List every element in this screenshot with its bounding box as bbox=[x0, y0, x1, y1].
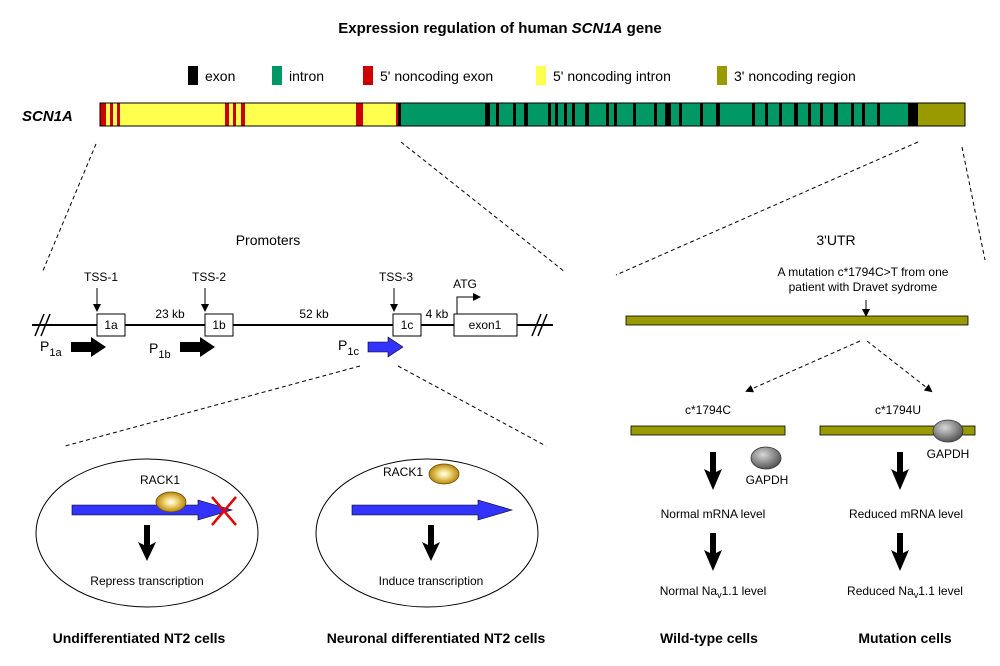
legend-label-exon: exon bbox=[205, 68, 235, 84]
tss-3-label: TSS-3 bbox=[379, 270, 413, 284]
gene-label: SCN1A bbox=[22, 108, 73, 125]
legend: exon intron 5' noncoding exon 5' noncodi… bbox=[188, 66, 856, 85]
atg-label: ATG bbox=[453, 277, 477, 291]
utr-heading: 3'UTR bbox=[816, 232, 855, 248]
rack1-protein-icon bbox=[155, 491, 187, 513]
p1b-arrow bbox=[180, 337, 215, 357]
gapdh-protein-icon bbox=[750, 446, 782, 470]
mut-cells-caption: Mutation cells bbox=[858, 630, 952, 646]
box-exon1: exon1 bbox=[469, 318, 502, 332]
legend-label-nc-exon: 5' noncoding exon bbox=[380, 68, 493, 84]
p1c-arrow bbox=[367, 336, 404, 358]
reduced-nav-label: Reduced Nav1.1 level bbox=[847, 584, 963, 600]
mutation-text-line2: patient with Dravet sydrome bbox=[789, 280, 938, 294]
gapdh-protein-icon bbox=[932, 419, 964, 443]
legend-swatch-intron bbox=[272, 66, 282, 85]
p1a-label: P1a bbox=[40, 338, 62, 359]
legend-swatch-utr bbox=[717, 66, 727, 85]
gapdh-label-wt: GAPDH bbox=[746, 473, 789, 487]
legend-label-intron: intron bbox=[289, 68, 324, 84]
induce-label: Induce transcription bbox=[379, 574, 484, 588]
rack1-label-left: RACK1 bbox=[140, 473, 180, 487]
mut-utr-bar bbox=[819, 425, 976, 436]
p1c-label: P1c bbox=[338, 337, 359, 358]
cell-undifferentiated: RACK1 Repress transcription bbox=[35, 458, 259, 608]
rack1-label-right: RACK1 bbox=[383, 465, 423, 479]
normal-mrna-label: Normal mRNA level bbox=[661, 507, 766, 521]
legend-swatch-nc-exon bbox=[363, 66, 373, 85]
distance-4kb: 4 kb bbox=[426, 307, 449, 321]
legend-label-nc-intron: 5' noncoding intron bbox=[553, 68, 671, 84]
p1b-label: P1b bbox=[149, 340, 171, 361]
wt-utr-bar bbox=[630, 425, 786, 436]
mutation-text-line1: A mutation c*1794C>T from one bbox=[778, 265, 949, 279]
reduced-mrna-label: Reduced mRNA level bbox=[849, 507, 963, 521]
undiff-caption: Undifferentiated NT2 cells bbox=[53, 630, 226, 646]
utr-bar bbox=[625, 315, 969, 326]
box-1a: 1a bbox=[104, 318, 118, 332]
distance-52kb: 52 kb bbox=[299, 307, 329, 321]
distance-23kb: 23 kb bbox=[155, 307, 185, 321]
tss-1-label: TSS-1 bbox=[84, 270, 118, 284]
tss-2-label: TSS-2 bbox=[192, 270, 226, 284]
p1a-arrow bbox=[71, 337, 106, 357]
promoters-heading: Promoters bbox=[236, 232, 301, 248]
promoter-region: 1a 1b 1c exon1 TSS-1 TSS-2 TSS-3 23 kb 5… bbox=[32, 270, 553, 361]
legend-label-utr: 3' noncoding region bbox=[734, 68, 856, 84]
mut-allele-label: c*1794U bbox=[875, 403, 921, 417]
wt-allele-label: c*1794C bbox=[685, 403, 731, 417]
wt-cells-caption: Wild-type cells bbox=[660, 630, 758, 646]
gene-bar bbox=[99, 102, 966, 127]
diagram-title: Expression regulation of human SCN1A gen… bbox=[338, 20, 661, 37]
box-1b: 1b bbox=[212, 318, 226, 332]
neuronal-caption: Neuronal differentiated NT2 cells bbox=[327, 630, 546, 646]
zoom-lines bbox=[41, 141, 986, 447]
rack1-protein-icon bbox=[428, 463, 460, 485]
repress-label: Repress transcription bbox=[90, 574, 203, 588]
box-1c: 1c bbox=[401, 318, 414, 332]
normal-nav-label: Normal Nav1.1 level bbox=[660, 584, 767, 600]
legend-swatch-nc-intron bbox=[536, 66, 546, 85]
legend-swatch-exon bbox=[188, 66, 198, 85]
gapdh-label-mut: GAPDH bbox=[927, 447, 970, 461]
cell-neuronal: RACK1 Induce transcription bbox=[315, 458, 539, 608]
